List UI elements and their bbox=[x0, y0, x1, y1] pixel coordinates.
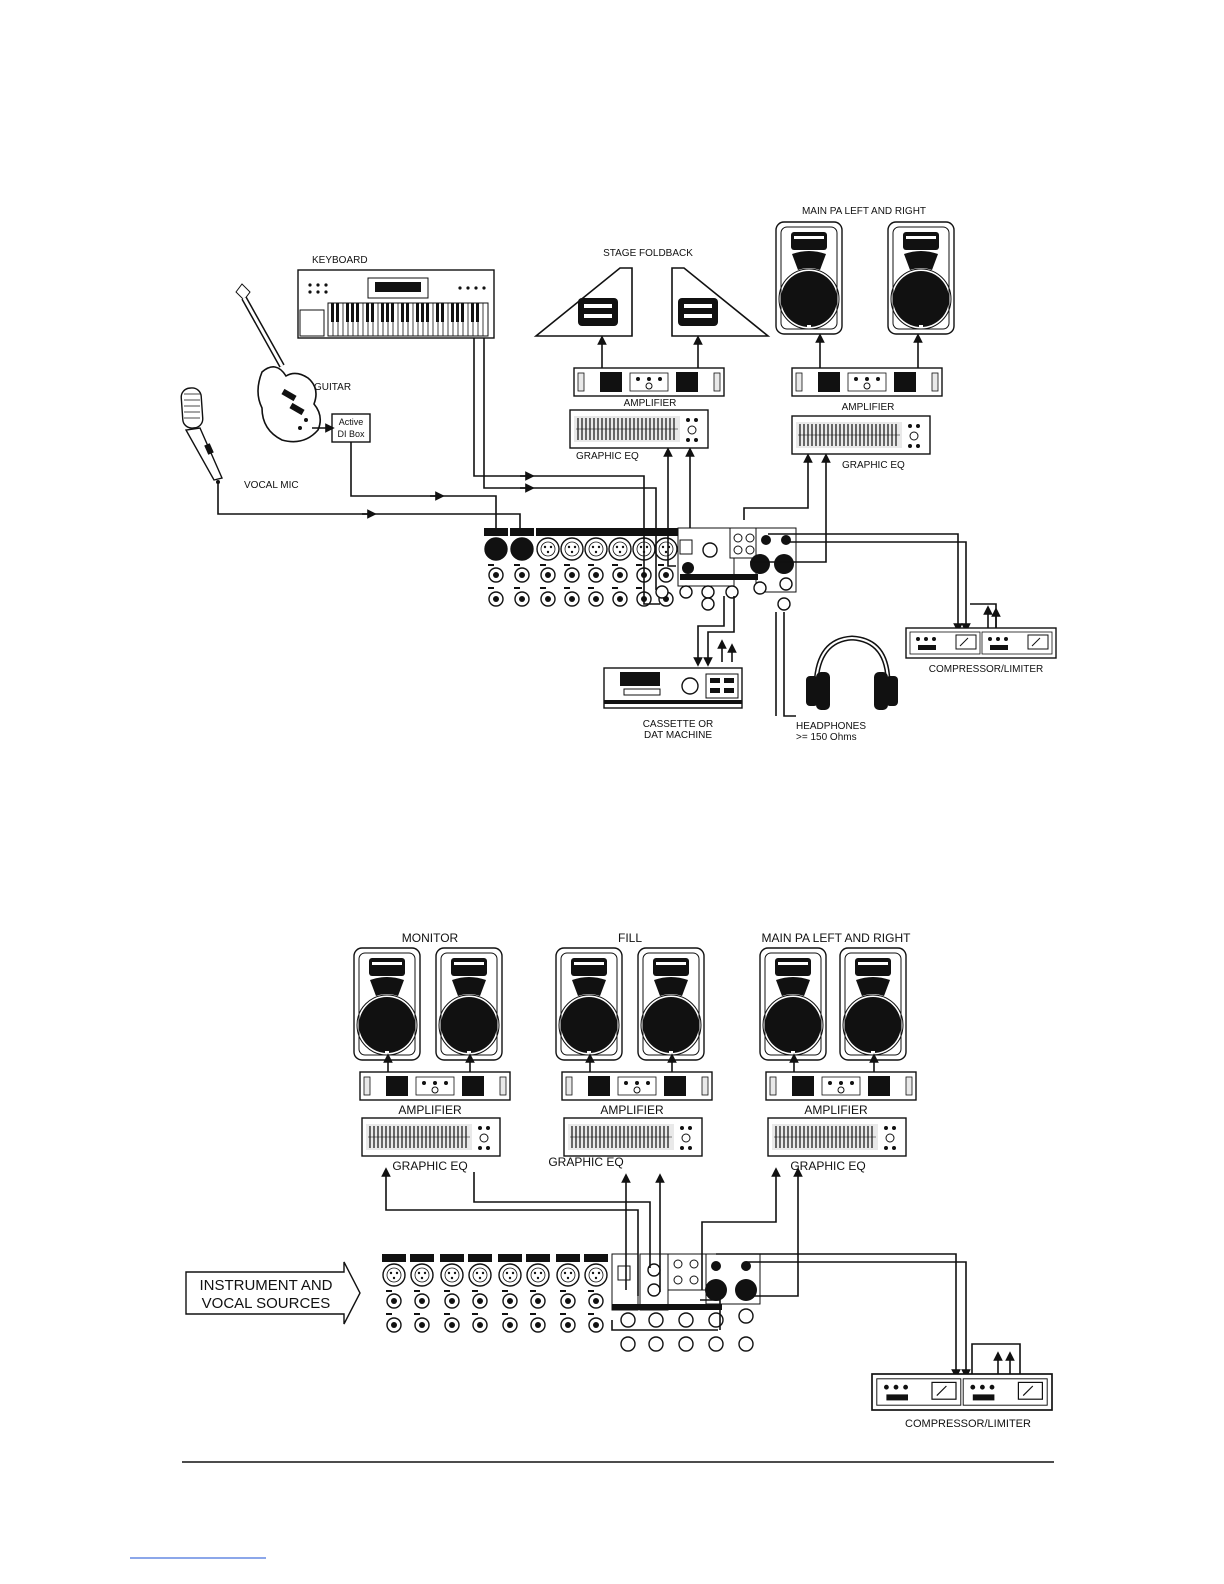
graphic-eq-main-label: GRAPHIC EQ bbox=[842, 460, 905, 471]
graphic-eq-foldback-label: GRAPHIC EQ bbox=[576, 451, 639, 462]
diagram-1: KEYBOARD GUITAR Active DI Box VOCAL MIC bbox=[180, 206, 1057, 743]
monitor-speaker-left bbox=[353, 947, 421, 1061]
monitor-label: MONITOR bbox=[402, 931, 459, 945]
compressor-limiter-2 bbox=[871, 1373, 1053, 1411]
headphones-label-1: HEADPHONES bbox=[796, 721, 866, 732]
di-box-label-2: DI Box bbox=[337, 429, 365, 439]
cassette-label-1: CASSETTE OR bbox=[643, 719, 714, 730]
fill-speaker-left bbox=[555, 947, 623, 1061]
diagram-2: MONITOR FILL MAIN PA LEFT AND RIGHT AMPL… bbox=[185, 931, 1053, 1430]
mixer-2 bbox=[381, 1253, 761, 1352]
graphic-eq-foldback bbox=[569, 409, 709, 449]
main-pa-speaker-left bbox=[775, 221, 843, 335]
sources-label-1: INSTRUMENT AND bbox=[199, 1277, 332, 1294]
main-speaker-right bbox=[839, 947, 907, 1061]
vocal-mic-label: VOCAL MIC bbox=[244, 480, 299, 491]
amplifier-main-2-label: AMPLIFIER bbox=[804, 1103, 868, 1117]
foldback-speaker-right bbox=[671, 267, 771, 337]
instrument-sources-arrow bbox=[185, 1261, 361, 1325]
graphic-eq-fill bbox=[563, 1117, 703, 1157]
fill-label: FILL bbox=[618, 931, 642, 945]
cassette-dat-icon bbox=[603, 667, 743, 709]
main-pa-speaker-right bbox=[887, 221, 955, 335]
graphic-eq-monitor bbox=[361, 1117, 501, 1157]
microphone-icon bbox=[180, 387, 223, 484]
amplifier-main-label: AMPLIFIER bbox=[842, 402, 895, 413]
graphic-eq-main-2 bbox=[767, 1117, 907, 1157]
di-box-label-1: Active bbox=[339, 417, 364, 427]
fill-speaker-right bbox=[637, 947, 705, 1061]
main-pa-label-2: MAIN PA LEFT AND RIGHT bbox=[762, 931, 912, 945]
amplifier-main-2 bbox=[765, 1071, 917, 1101]
guitar-icon bbox=[235, 283, 322, 443]
compressor-label-1: COMPRESSOR/LIMITER bbox=[929, 664, 1043, 675]
keyboard-icon bbox=[297, 269, 495, 339]
amplifier-foldback bbox=[573, 367, 725, 397]
foldback-speaker-left bbox=[533, 267, 633, 337]
amplifier-main bbox=[791, 367, 943, 397]
sources-label-2: VOCAL SOURCES bbox=[202, 1295, 331, 1312]
cassette-label-2: DAT MACHINE bbox=[644, 730, 712, 741]
headphones-label-2: >= 150 Ohms bbox=[796, 732, 857, 743]
di-box bbox=[331, 413, 371, 443]
compressor-label-2: COMPRESSOR/LIMITER bbox=[905, 1418, 1031, 1430]
mixer-1 bbox=[483, 527, 797, 611]
amplifier-fill bbox=[561, 1071, 713, 1101]
amplifier-foldback-label: AMPLIFIER bbox=[624, 398, 677, 409]
headphones-icon bbox=[806, 635, 898, 710]
main-pa-label: MAIN PA LEFT AND RIGHT bbox=[802, 206, 926, 217]
graphic-eq-monitor-label: GRAPHIC EQ bbox=[392, 1159, 467, 1173]
stage-foldback-label: STAGE FOLDBACK bbox=[603, 248, 693, 259]
graphic-eq-main bbox=[791, 415, 931, 455]
amplifier-monitor bbox=[359, 1071, 511, 1101]
amplifier-fill-label: AMPLIFIER bbox=[600, 1103, 664, 1117]
monitor-speaker-right bbox=[435, 947, 503, 1061]
guitar-label: GUITAR bbox=[314, 382, 351, 393]
graphic-eq-fill-label: GRAPHIC EQ bbox=[548, 1155, 623, 1169]
compressor-limiter-1 bbox=[905, 627, 1057, 659]
main-speaker-left bbox=[759, 947, 827, 1061]
amplifier-monitor-label: AMPLIFIER bbox=[398, 1103, 462, 1117]
keyboard-label: KEYBOARD bbox=[312, 255, 368, 266]
graphic-eq-main-2-label: GRAPHIC EQ bbox=[790, 1159, 865, 1173]
